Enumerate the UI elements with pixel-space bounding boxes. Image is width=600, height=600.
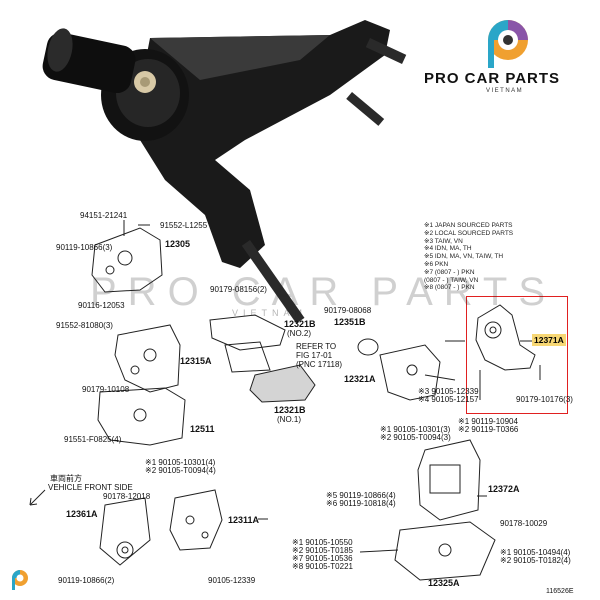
watermark-subtitle: VIETNAM xyxy=(232,308,308,318)
part-label: ※3 90105-12339 xyxy=(418,387,479,396)
part-label: REFER TO xyxy=(296,342,337,351)
note-line: ※8 (0807 - ) PKN xyxy=(424,284,475,292)
part-label: 12325A xyxy=(428,578,460,588)
part-drawings xyxy=(29,220,541,581)
part-12305 xyxy=(91,227,163,293)
note-line: ※4 IDN, MA, TH xyxy=(424,245,472,253)
part-label: (NO.1) xyxy=(277,415,301,424)
part-label: 12321B xyxy=(284,319,316,329)
part-12372a xyxy=(417,439,481,521)
part-label: ※7 90105-10536 xyxy=(292,554,353,563)
part-label: ※1 90105-10301(3) xyxy=(380,425,451,434)
part-label: 90179-10176(3) xyxy=(516,395,573,404)
part-label: ※1 90105-10494(4) xyxy=(500,548,571,557)
part-label: 90119-10866(3) xyxy=(56,243,113,252)
part-label: ※2 90105-T0094(3) xyxy=(380,433,451,442)
direction-label-jp: 車両前方 xyxy=(50,474,82,483)
part-label: ※1 90105-10550 xyxy=(292,538,353,547)
part-label: ※2 90105-T0094(4) xyxy=(145,466,216,475)
part-label: ※5 90119-10866(4) xyxy=(326,491,396,500)
part-label: ※2 90105-T0185 xyxy=(292,546,353,555)
part-12321b-no1 xyxy=(249,364,316,403)
part-label: ※4 90105-12157 xyxy=(418,395,479,404)
part-label: 12321B xyxy=(274,405,306,415)
part-label: ※2 90105-T0182(4) xyxy=(500,556,571,565)
part-label: FIG 17-01 xyxy=(296,351,333,360)
brand-subtitle: VIETNAM xyxy=(486,88,524,94)
part-label: ※2 90119-T0366 xyxy=(458,425,519,434)
note-line: ※5 IDN, MA, VN, TAIW, TH xyxy=(424,253,504,261)
part-12311a xyxy=(169,489,223,551)
part-label: 90179-10108 xyxy=(82,385,130,394)
note-line: ※7 (0807 - ) PKN xyxy=(424,268,475,276)
part-label: (PNC 17118) xyxy=(296,360,343,369)
part-label: 12511 xyxy=(190,424,215,434)
diagram-code: 116526E xyxy=(546,588,574,595)
part-label: 12321A xyxy=(344,374,376,384)
part-label: ※8 90105-T0221 xyxy=(292,562,353,571)
note-line: (0807 - ) TAIW, VN xyxy=(424,276,479,284)
part-label: 12361A xyxy=(66,509,98,519)
mount-bracket-photo xyxy=(42,20,407,324)
highlighted-part-number: 12371A xyxy=(532,334,566,346)
part-label: 90179-08068 xyxy=(324,306,372,315)
note-line: ※1 JAPAN SOURCED PARTS xyxy=(424,222,513,229)
part-label: 90116-12053 xyxy=(78,301,125,310)
brand-name: PRO CAR PARTS xyxy=(424,70,561,87)
brand-logo xyxy=(488,20,528,68)
part-12361a xyxy=(99,497,151,566)
part-label: ※1 90119-10904 xyxy=(458,417,518,426)
part-label: 90105-12339 xyxy=(208,576,256,585)
part-label: 12372A xyxy=(488,484,520,494)
part-label: 90119-10866(2) xyxy=(58,576,115,585)
part-label: 91551-F0825(4) xyxy=(64,435,122,444)
part-12371a xyxy=(475,304,536,371)
part-12351b xyxy=(357,338,379,356)
part-label: ※6 90119-10818(4) xyxy=(326,499,396,508)
part-12321b-no2 xyxy=(209,314,286,351)
part-12321a xyxy=(379,344,441,401)
note-line: ※3 TAIW, VN xyxy=(424,237,463,245)
highlight-box xyxy=(466,296,568,414)
note-line: ※2 LOCAL SOURCED PARTS xyxy=(424,229,514,237)
part-12325a xyxy=(394,521,496,581)
part-12315a xyxy=(114,324,181,393)
part-label: 12311A xyxy=(228,515,260,525)
part-label: 12315A xyxy=(180,356,212,366)
part-label: 91552-81080(3) xyxy=(56,321,113,330)
part-label: 12351B xyxy=(334,317,366,327)
part-12511 xyxy=(97,387,186,446)
part-label: 90178-12018 xyxy=(103,492,151,501)
watermark: PRO CAR PARTS xyxy=(90,270,557,314)
part-label: 90178-10029 xyxy=(500,519,548,528)
direction-label: VEHICLE FRONT SIDE xyxy=(48,483,133,492)
note-line: ※6 PKN xyxy=(424,260,449,268)
sourcing-notes: ※1 JAPAN SOURCED PARTS ※2 LOCAL SOURCED … xyxy=(424,222,513,292)
part-label: 91552-L1255 xyxy=(160,221,208,230)
part-label: ※1 90105-10301(4) xyxy=(145,458,216,467)
part-label: 90179-08156(2) xyxy=(210,285,267,294)
direction-arrow xyxy=(29,489,46,506)
brand-logo-small xyxy=(12,570,28,590)
part-label: 12305 xyxy=(165,239,191,249)
part-label: (NO.2) xyxy=(287,329,311,338)
part-label: 94151-21241 xyxy=(80,211,128,220)
